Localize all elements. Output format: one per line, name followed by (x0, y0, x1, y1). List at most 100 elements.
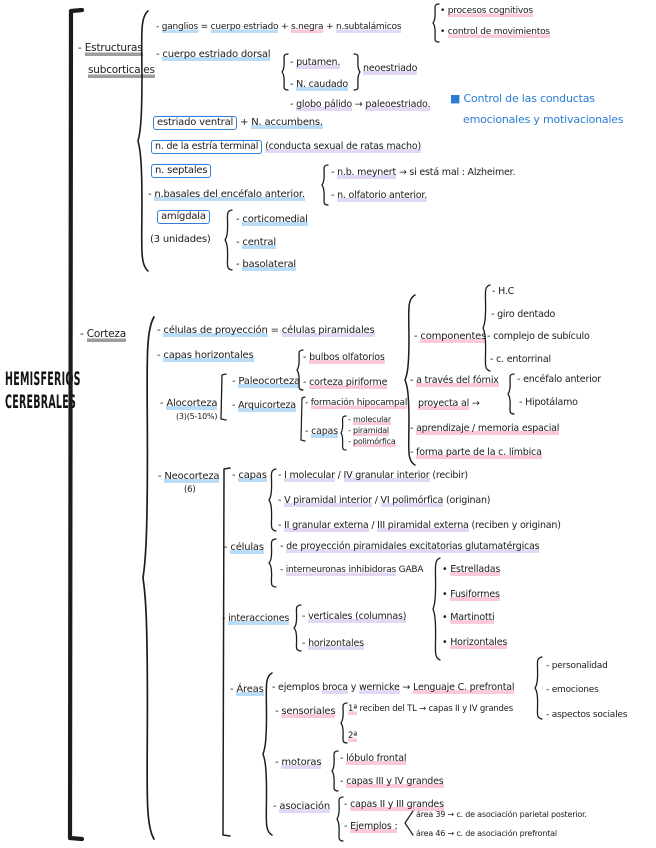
estriado-ventral-line: estriado ventral + N. accumbens. (153, 116, 323, 130)
note-line2-part-0: emocionales y motivacionales (463, 113, 624, 126)
giro-dentado-line-part-1: giro dentado (497, 309, 556, 320)
capa-i-line: - I molecular / IV granular interior (re… (278, 470, 468, 482)
piramidal-line: - piramidal (348, 426, 389, 436)
verticales-line-part-0: - (302, 611, 309, 622)
personalidad-line: - personalidad (546, 661, 608, 672)
area39-line-part-0: área 39 → c. de asociación parietal post… (416, 810, 587, 819)
capas-asociacion-line-part-1: capas II y III grandes (350, 799, 444, 811)
interneuronas-line-part-2: GABA (396, 565, 424, 575)
olfatorio-line: - n. olfatorio anterior. (331, 190, 427, 202)
corteza-brace (142, 316, 155, 840)
entorrinal-line: - c. entorrinal (490, 354, 551, 365)
verticales-line-part-1: verticales (columnas) (308, 611, 407, 623)
horizontales-gaba-line-part-1: Horizontales (450, 637, 508, 649)
capa-i-line-part-2: / (334, 470, 344, 481)
arquicorteza-line: - Arquicorteza (232, 400, 296, 412)
ganglios-brace (432, 3, 440, 43)
capas-motoras-line-part-1: capas III y IV grandes (346, 776, 444, 788)
ejemplos-angle (404, 810, 414, 836)
capa-i-line-part-3: IV granular interior (343, 470, 430, 482)
prefrontal-brace (534, 656, 543, 720)
capas-arqui-line-part-1: capas (311, 426, 338, 438)
ganglios-line-part-6: + (323, 22, 336, 32)
aprendizaje-line-part-0: - (410, 423, 417, 434)
fornix-line: - a través del fórnix (410, 375, 499, 387)
unidades-line-part-0: (3 unidades) (150, 234, 211, 245)
area39-line: área 39 → c. de asociación parietal post… (416, 810, 587, 820)
horizontales-gaba-line-part-0: • (442, 637, 451, 648)
estriado-ventral-line-part-1: + (237, 117, 252, 128)
estrelladas-line-part-1: Estrelladas (450, 564, 501, 576)
procesos-line-part-1: procesos cognitivos (447, 6, 533, 17)
control-movimientos-line-part-0: • (440, 27, 448, 37)
formacion-hipocampal-line-part-0: - (305, 398, 311, 408)
capa-i-line-part-0: - (278, 470, 285, 481)
interacciones-brace (293, 604, 302, 652)
subiculo-line-part-1: complejo de subículo (493, 331, 590, 342)
limbica-line-part-0: - (410, 447, 417, 458)
polimorfica-line-part-1: polimórfica (353, 437, 396, 447)
personalidad-line-part-0: - (546, 661, 552, 671)
lobulo-frontal-line-part-0: - (340, 753, 347, 764)
ganglios-line-part-2: = (197, 22, 211, 32)
componentes-line-part-0: - (414, 331, 421, 342)
capas-horizontales-line: - capas horizontales (157, 350, 254, 362)
sensoriales-1-line-part-1: reciben del TL → capas II y IV grandes (357, 704, 514, 714)
interneuronas-line-part-0: - (280, 565, 286, 575)
note-line1-part-1: Control de las conductas (463, 92, 595, 105)
lobulo-frontal-line: - lóbulo frontal (340, 753, 407, 765)
celulas-proyeccion-line-part-1: células de proyección (163, 325, 268, 337)
celulas-neo-line-part-0: - (224, 542, 231, 553)
sensoriales-line-part-1: sensoriales (281, 706, 336, 718)
asociacion-line-part-1: asociación (279, 801, 330, 813)
fornix-line-part-0: - (410, 375, 417, 386)
capa-i-line-part-4: (recibir) (429, 470, 468, 481)
capas-neo-line-part-0: - (232, 470, 239, 481)
fusiformes-line-part-1: Fusiformes (450, 589, 500, 601)
corticomedial-line-part-1: corticomedial (242, 214, 308, 226)
globo-palido-line-part-3: paleoestriado. (365, 99, 431, 111)
corticomedial-line: - corticomedial (236, 214, 308, 226)
ganglios-line-part-3: cuerpo estriado (210, 22, 279, 33)
celulas-neo-line-part-1: células (230, 542, 264, 554)
capa-v-line-part-1: V piramidal interior (284, 495, 372, 507)
central-line: - central (236, 237, 276, 249)
celulas-proyeccion-line: - células de proyección = células pirami… (157, 325, 375, 337)
page-title-line1: HEMISFERIOS (5, 368, 81, 390)
corteza-label-part-0: - (80, 328, 87, 340)
proyecta-line-part-0: proyecta al (418, 398, 470, 410)
fusiformes-line-part-0: • (442, 589, 451, 600)
giro-dentado-line-part-0: - (491, 309, 498, 320)
estriado-dorsal-line: - cuerpo estriado dorsal (156, 49, 271, 61)
estria-terminal-line: n. de la estría terminal (conducta sexua… (151, 140, 421, 154)
ejemplos-line: - Ejemplos : (344, 821, 398, 833)
piriforme-line-part-0: - (303, 377, 310, 388)
interacciones-line-part-1: interacciones (228, 613, 290, 625)
meynert-line-part-0: - (331, 167, 338, 178)
hipotalamo-line-part-0: - (519, 397, 526, 408)
root-bracket (67, 7, 85, 842)
corteza-label-part-1: Corteza (86, 328, 126, 342)
molecular-line-part-0: - (348, 415, 354, 424)
hc-line: - H.C (492, 286, 514, 297)
nbasales-line-part-1: n.basales del encéfalo anterior. (154, 189, 305, 201)
basolateral-line: - basolateral (236, 259, 296, 271)
capas-neo-line: - capas (232, 470, 267, 482)
interneuronas-line: - interneuronas inhibidoras GABA (280, 565, 424, 576)
motoras-brace (331, 750, 339, 792)
capa-ii-line-part-1: II granular externa (284, 520, 369, 532)
fusiformes-line: • Fusiformes (442, 589, 500, 601)
bulbos-line-part-1: bulbos olfatorios (309, 352, 385, 364)
corteza-label: - Corteza (80, 328, 126, 342)
areas-brace (262, 672, 273, 836)
note-line1-part-0: ■ (450, 92, 464, 105)
putamen-line-part-1: putamen. (296, 57, 341, 69)
formacion-hipocampal-line-part-1: formación hipocampal (310, 398, 408, 409)
subcorticales-label-part-0: subcorticales (88, 64, 155, 78)
neocorteza-line-part-0: - (158, 471, 165, 482)
sensoriales-2-line-part-0: 2ª (348, 731, 358, 742)
componentes-line-part-1: componentes (420, 331, 487, 343)
capa-v-line: - V piramidal interior / VI polimórfica … (278, 495, 491, 507)
subiculo-line-part-0: - (487, 331, 494, 342)
neoestriado-brace (353, 53, 361, 91)
